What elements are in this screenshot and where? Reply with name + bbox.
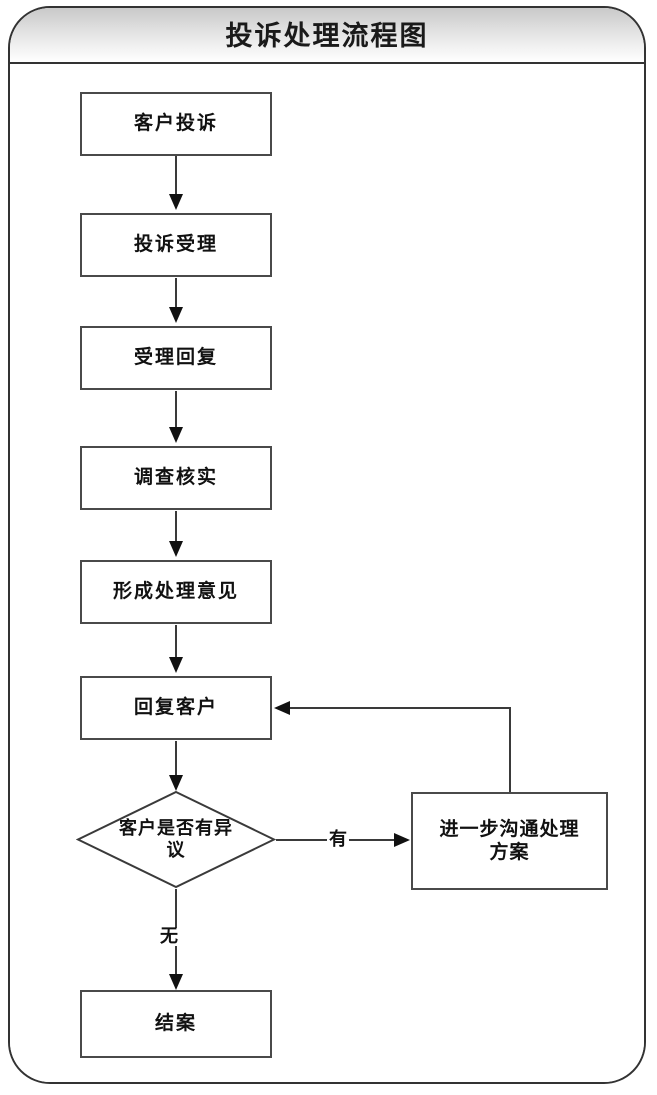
node-further-communication-plan[interactable]: 进一步沟通处理 方案 [411, 792, 608, 890]
node-label: 回复客户 [133, 696, 218, 719]
decision-label-line1: 客户是否有异 [119, 818, 233, 840]
edge-label-yes: 有 [327, 829, 349, 850]
panel-header: 投诉处理流程图 [10, 8, 644, 64]
node-label: 结案 [154, 1012, 197, 1035]
node-label: 调查核实 [133, 466, 218, 489]
page-title: 投诉处理流程图 [225, 20, 429, 52]
node-investigation-verification[interactable]: 调查核实 [80, 446, 272, 510]
edge-label-no: 无 [158, 926, 180, 947]
node-reply-to-customer[interactable]: 回复客户 [80, 676, 272, 740]
node-case-closed[interactable]: 结案 [80, 990, 272, 1058]
node-label-line1: 进一步沟通处理 [439, 817, 580, 840]
decision-label: 客户是否有异 议 [101, 818, 251, 860]
node-label: 投诉受理 [133, 233, 218, 256]
node-complaint-acceptance[interactable]: 投诉受理 [80, 213, 272, 277]
node-acceptance-reply[interactable]: 受理回复 [80, 326, 272, 390]
node-form-handling-opinion[interactable]: 形成处理意见 [80, 560, 272, 624]
node-label: 客户投诉 [133, 112, 218, 135]
node-label: 受理回复 [133, 346, 218, 369]
node-label: 形成处理意见 [112, 580, 239, 603]
node-customer-complaint[interactable]: 客户投诉 [80, 92, 272, 156]
node-customer-objection-decision[interactable]: 客户是否有异 议 [76, 790, 276, 889]
diamond-shape [76, 790, 276, 889]
node-label-line2: 方案 [489, 841, 530, 863]
decision-label-line2: 议 [166, 839, 186, 861]
diagram-panel: 投诉处理流程图 [8, 6, 646, 1084]
